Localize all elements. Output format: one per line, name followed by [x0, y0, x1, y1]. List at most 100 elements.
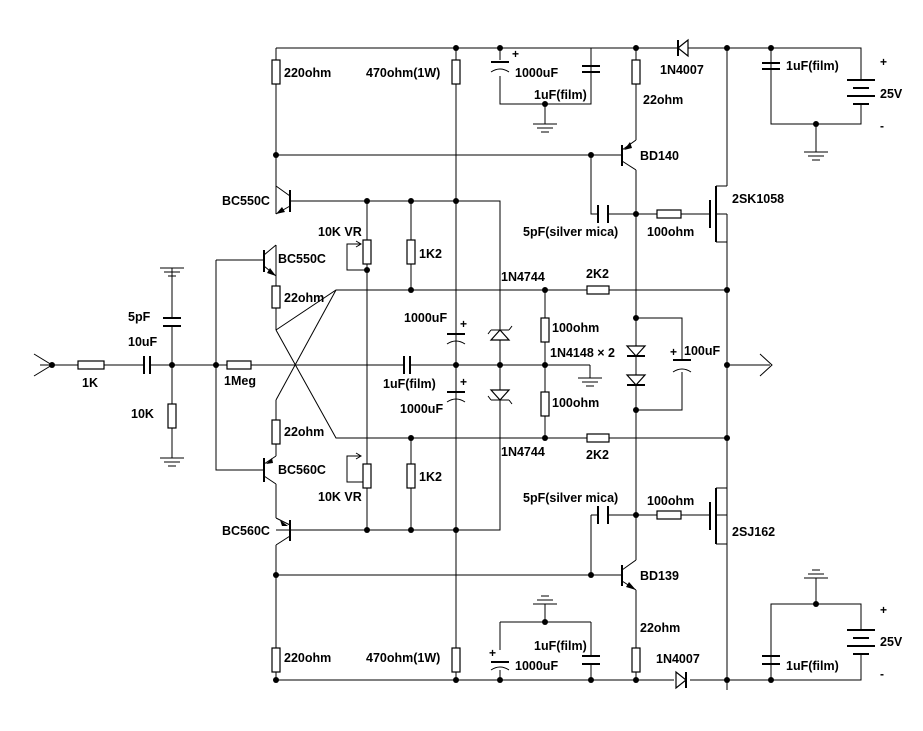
label-r-100-bias-bot: 100ohm: [552, 396, 599, 410]
svg-text:+: +: [880, 603, 887, 617]
label-r-1k-in: 1K: [82, 376, 98, 390]
label-q-bd140: BD140: [640, 149, 679, 163]
capacitor-1uf-bot: [582, 655, 600, 665]
transistor-bd139: [621, 559, 637, 591]
label-c-100uf: 100uF: [684, 344, 720, 358]
label-c-1uf-bot: 1uF(film): [534, 639, 587, 653]
capacitor-1uf-top: [582, 65, 600, 73]
resistor-470-top: [451, 59, 461, 85]
label-vr-top: 10K VR: [318, 225, 362, 239]
label-r-22-emit-top: 22ohm: [284, 291, 324, 305]
label-q-2sj162: 2SJ162: [732, 525, 775, 539]
transistor-bc560c-bot: [275, 517, 291, 546]
capacitor-1000uf-top: +: [490, 47, 519, 73]
resistor-vr-top: [362, 239, 372, 265]
label-d-1n4744-top: 1N4744: [501, 270, 545, 284]
resistors: [77, 59, 682, 673]
label-r-470-top: 470ohm(1W): [366, 66, 440, 80]
svg-text:-: -: [880, 667, 884, 681]
label-c-5pf-in: 5pF: [128, 310, 151, 324]
transistor-bc550c-second: [263, 244, 277, 286]
resistor-1k2-bot: [406, 463, 416, 489]
resistor-100-bias-bot: [540, 391, 550, 417]
label-r-2k2-bot: 2K2: [586, 448, 609, 462]
label-q-bc560-second: BC560C: [278, 463, 326, 477]
resistor-2k2-top: [586, 285, 610, 295]
vr-arrows: [347, 240, 362, 460]
output-terminal: [759, 353, 773, 377]
label-r-100-bias-top: 100ohm: [552, 321, 599, 335]
label-d-1n4148: 1N4148 × 2: [550, 346, 615, 360]
labels: 220ohm 470ohm(1W) 1000uF 1uF(film) 1N400…: [82, 59, 903, 673]
label-r-2k2-top: 2K2: [586, 267, 609, 281]
label-c-1000-mid-bot: 1000uF: [400, 402, 443, 416]
capacitor-5pf-silver-top: [597, 205, 609, 223]
label-v-bot: 25V: [880, 635, 903, 649]
capacitor-5pf-input: [163, 317, 181, 327]
diodes: [487, 38, 689, 690]
capacitors: + +: [143, 47, 780, 671]
svg-text:+: +: [512, 47, 519, 61]
resistor-100-gate-bot: [656, 510, 682, 520]
diode-1n4007-bot: [675, 670, 687, 690]
capacitor-1000uf-mid-top: +: [446, 317, 467, 345]
label-c-1uf-top-supply: 1uF(film): [786, 59, 839, 73]
label-c-1uf-mid: 1uF(film): [383, 377, 436, 391]
label-q-bc550-top: BC550C: [222, 194, 270, 208]
transistor-bd140: [621, 139, 637, 171]
diode-1n4007-top: [677, 38, 689, 58]
resistor-1k-input: [77, 360, 105, 370]
capacitor-1000uf-bot: +: [489, 646, 510, 671]
resistor-2k2-bot: [586, 433, 610, 443]
label-c-1000-top: 1000uF: [515, 66, 558, 80]
transistors: [263, 139, 727, 591]
resistor-vr-bot: [362, 463, 372, 489]
wires: [40, 47, 862, 690]
capacitor-100uf: +: [670, 345, 692, 373]
label-r-1k2-bot: 1K2: [419, 470, 442, 484]
label-c-1uf-top: 1uF(film): [534, 88, 587, 102]
capacitor-5pf-silver-bot: [597, 506, 609, 524]
transistor-bc560c-second: [263, 455, 277, 485]
batteries: + - + -: [847, 55, 887, 681]
label-vr-bot: 10K VR: [318, 490, 362, 504]
svg-text:+: +: [670, 345, 677, 359]
svg-text:+: +: [460, 317, 467, 331]
label-q-2sk1058: 2SK1058: [732, 192, 784, 206]
label-r-220-top: 220ohm: [284, 66, 331, 80]
label-q-bc560-bot: BC560C: [222, 524, 270, 538]
svg-text:+: +: [880, 55, 887, 69]
label-c-1000-bot: 1000uF: [515, 659, 558, 673]
transistor-2sj162: [709, 487, 727, 545]
resistor-22-emit-bot: [271, 419, 281, 445]
junction-dots: [49, 45, 819, 683]
svg-text:-: -: [880, 119, 884, 133]
label-d-1n4007-bot: 1N4007: [656, 652, 700, 666]
capacitor-1uf-mid: [403, 356, 411, 374]
resistor-22-top: [631, 59, 641, 85]
resistor-22-emit-top: [271, 285, 281, 309]
resistor-100-bias-top: [540, 317, 550, 343]
resistor-470-bot: [451, 647, 461, 673]
label-r-10k-in: 10K: [131, 407, 154, 421]
resistor-100-gate-top: [656, 209, 682, 219]
svg-text:+: +: [489, 646, 496, 660]
battery-bot: + -: [847, 603, 887, 681]
label-v-top: 25V: [880, 87, 903, 101]
label-r-1meg: 1Meg: [224, 374, 256, 388]
label-r-22-bot: 22ohm: [640, 621, 680, 635]
svg-text:+: +: [460, 375, 467, 389]
label-q-bc550-second: BC550C: [278, 252, 326, 266]
label-c-5p-silver-bot: 5pF(silver mica): [523, 491, 618, 505]
label-q-bd139: BD139: [640, 569, 679, 583]
input-terminal: [33, 353, 53, 377]
capacitor-1000uf-mid-bot: +: [446, 375, 467, 403]
diode-1n4148-a: [625, 345, 647, 357]
label-r-470-bot: 470ohm(1W): [366, 651, 440, 665]
ground-symbols: [160, 123, 828, 605]
label-r-22-top: 22ohm: [643, 93, 683, 107]
capacitor-10uf-input: [143, 356, 151, 374]
label-r-100-gate-top: 100ohm: [647, 225, 694, 239]
label-d-1n4744-bot: 1N4744: [501, 445, 545, 459]
